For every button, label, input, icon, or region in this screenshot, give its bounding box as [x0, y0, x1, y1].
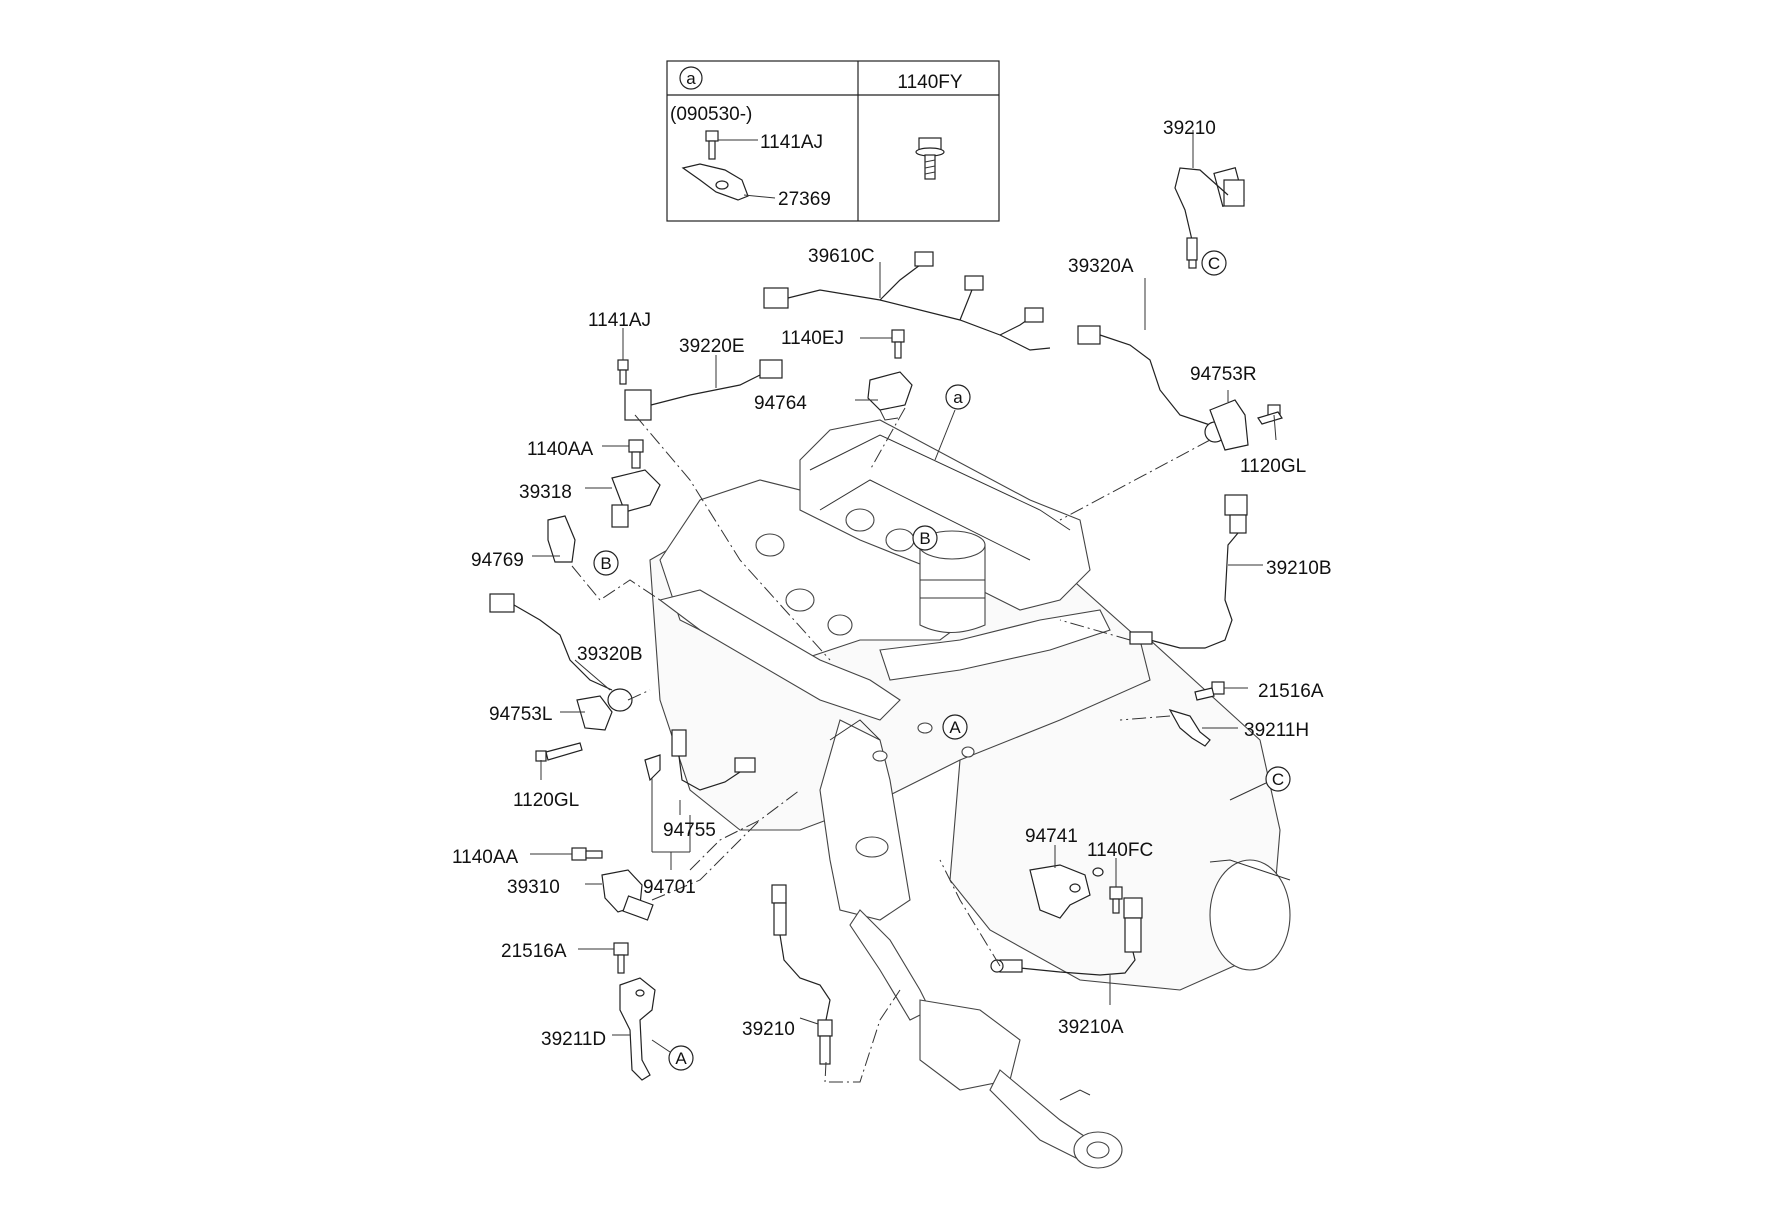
callout-b-head: B [912, 525, 938, 551]
inset-variant-marker [679, 66, 703, 90]
label-39318: 39318 [519, 482, 572, 503]
part-number-labels: 39210 39610C 39320A 94753R 1120GL 1141AJ… [452, 118, 1332, 1050]
label-94741: 94741 [1025, 826, 1078, 847]
inset-bracket-plate [681, 163, 776, 201]
label-1140fc: 1140FC [1087, 840, 1153, 861]
sensor-39310 [585, 869, 654, 921]
svg-text:C: C [1272, 770, 1284, 789]
bolt-1120gl-right [1257, 404, 1283, 441]
inset-flange-bolt [915, 137, 945, 180]
callout-b-left: B [593, 550, 619, 576]
sensor-39220e [624, 355, 783, 421]
reference-leader-lines [571, 407, 1211, 1083]
bracket-94769 [532, 515, 576, 563]
inset-date-range: (090530-) [670, 104, 752, 125]
callout-a-engine: a [934, 384, 971, 461]
label-1120gl-right: 1120GL [1240, 456, 1306, 477]
label-1140aa-top: 1140AA [527, 439, 594, 460]
label-39211d: 39211D [541, 1029, 606, 1050]
label-94755: 94755 [663, 820, 716, 841]
callout-c-right: C [1229, 766, 1291, 801]
label-1140aa-bottom: 1140AA [452, 847, 519, 868]
wiring-harness [763, 251, 1051, 351]
label-39610c: 39610C [808, 246, 875, 267]
variant-inset-table: a 1140FY (090530-) 1141AJ 27369 [666, 60, 1000, 222]
svg-text:A: A [675, 1049, 687, 1068]
bracket-39211d [612, 977, 656, 1081]
label-1140ej: 1140EJ [781, 328, 844, 349]
label-94701: 94701 [643, 877, 696, 898]
label-94764: 94764 [754, 393, 807, 414]
label-39310: 39310 [507, 877, 560, 898]
inset-part-a: 1141AJ [760, 132, 823, 153]
sensor-39318 [585, 469, 661, 528]
transmission-end-cover [1209, 859, 1291, 971]
label-39320a: 39320A [1068, 256, 1134, 277]
svg-text:B: B [919, 529, 930, 548]
exhaust-pipe [849, 909, 1123, 1169]
bolt-21516a-right [1194, 681, 1248, 701]
label-39210-top: 39210 [1163, 118, 1216, 139]
label-1141aj: 1141AJ [588, 310, 651, 331]
callout-c-top: C [1201, 250, 1227, 276]
label-94769: 94769 [471, 550, 524, 571]
inset-small-bolt [705, 130, 758, 160]
bracket-94764 [855, 371, 913, 421]
bracket-94741 [1029, 845, 1104, 919]
svg-text:A: A [949, 718, 961, 737]
label-21516a-right: 21516A [1258, 681, 1324, 702]
label-39320b: 39320B [577, 644, 643, 665]
bracket-94753r [1209, 390, 1249, 451]
bolt-1140ej [860, 329, 905, 359]
oxygen-sensor-39210b [1129, 494, 1263, 649]
bolt-1140aa-top [602, 439, 644, 469]
label-39210-bottom: 39210 [742, 1019, 795, 1040]
knock-sensor-a [1077, 278, 1226, 443]
bolt-1141aj [617, 328, 629, 385]
bolt-21516a-left [578, 942, 629, 974]
svg-text:B: B [600, 554, 611, 573]
bolt-1140aa-bottom [530, 847, 603, 861]
inset-variant-marker-text: a [686, 69, 696, 88]
label-39210b: 39210B [1266, 558, 1332, 579]
bolt-1140fc [1109, 858, 1123, 914]
oxygen-sensor-top-right [1174, 130, 1245, 269]
oxygen-sensor-39210a [990, 897, 1143, 1005]
label-39210a: 39210A [1058, 1017, 1124, 1038]
label-39220e: 39220E [679, 336, 745, 357]
inset-part-b: 27369 [778, 189, 831, 210]
inset-bolt-code: 1140FY [897, 72, 962, 93]
sensor-94755 [671, 729, 756, 815]
svg-text:a: a [953, 388, 963, 407]
engine-assembly [649, 419, 1291, 1169]
svg-text:C: C [1208, 254, 1220, 273]
bracket-39211h [1168, 709, 1238, 747]
callout-a-bottom: A [651, 1039, 694, 1071]
label-39211h: 39211H [1244, 720, 1309, 741]
label-94753r: 94753R [1190, 364, 1257, 385]
bracket-94753l [560, 695, 613, 731]
label-21516a-left: 21516A [501, 941, 567, 962]
oxygen-sensor-bottom [771, 884, 833, 1065]
bolt-1120gl-left [535, 742, 583, 780]
knock-sensor-b [489, 593, 633, 712]
bracket-94701 [644, 754, 691, 870]
label-1120gl-left: 1120GL [513, 790, 579, 811]
label-94753l: 94753L [489, 704, 552, 725]
callout-a-center: A [942, 714, 968, 740]
